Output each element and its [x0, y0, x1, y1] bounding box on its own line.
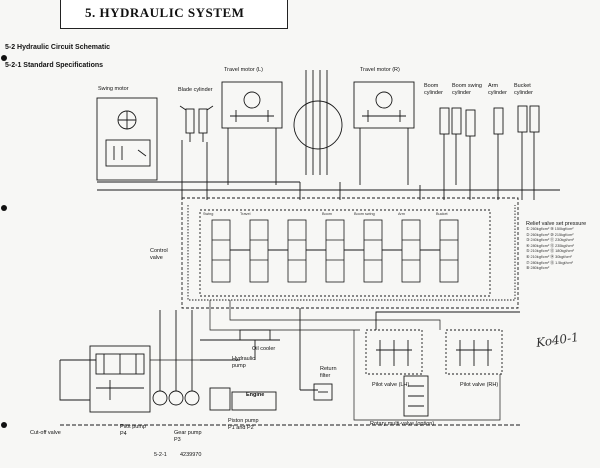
page-title: 5. HYDRAULIC SYSTEM: [85, 5, 245, 20]
travel-motor-left: [221, 81, 283, 129]
header-box: [60, 0, 288, 29]
control-valve-bank: [181, 197, 519, 309]
label-arm-cylinder: Arm cylinder: [488, 83, 507, 96]
binder-hole: [1, 55, 7, 61]
section-heading: 5-2 Hydraulic Circuit Schematic: [5, 44, 111, 51]
relief-row: ⑧ 280kgf/cm²: [526, 266, 550, 271]
relief-row: ② 260kgf/cm² ⑩ 215kgf/cm²: [526, 232, 574, 237]
relief-row: ⑥ 210kgf/cm² ⑭ 30kgf/cm²: [526, 254, 572, 259]
relief-row: ⑤ 210kgf/cm² ⑬ 180kgf/cm²: [526, 249, 574, 254]
pressure-lines: [97, 128, 560, 200]
binder-hole: [1, 422, 7, 428]
label-pilot-pump: Pilot pump P4: [120, 424, 146, 437]
relief-pressure-table: Relief valve set pressure ① 260kgf/cm² ⑨…: [526, 221, 586, 272]
label-return-filter: Return filter: [320, 366, 337, 379]
label-rotary-valve: Rotary multi-valve (option): [370, 421, 435, 427]
label-bucket-cylinder: Bucket cylinder: [514, 83, 533, 96]
swing-motor: [96, 97, 158, 181]
spool-label: Bucket: [436, 212, 448, 216]
spool-label: Boom swing: [354, 212, 375, 216]
label-pilot-left: Pilot valve (LH): [372, 382, 410, 388]
label-cutoff-valve: Cut-off valve: [30, 430, 61, 436]
spool-label: Boom: [322, 212, 332, 216]
label-pilot-right: Pilot valve (RH): [460, 382, 499, 388]
subsection-heading: 5-2-1 Standard Specifications: [5, 62, 104, 69]
label-travel-right: Travel motor (R): [360, 67, 400, 73]
label-travel-left: Travel motor (L): [224, 67, 263, 73]
actuator-cylinders: [439, 105, 540, 185]
pilot-lines: [150, 300, 501, 421]
pilot-valve-left: [365, 311, 520, 375]
relief-row: ④ 280kgf/cm² ⑫ 235kgf/cm²: [526, 243, 574, 248]
relief-row: ③ 240kgf/cm² ⑪ 230kgf/cm²: [526, 238, 574, 243]
label-boom-swing-cylinder: Boom swing cylinder: [452, 83, 482, 96]
return-filter: [313, 383, 333, 401]
label-engine: Engine: [246, 392, 265, 398]
label-gear-pump: Gear pump P3: [174, 430, 202, 443]
blade-cylinder: [179, 105, 214, 142]
label-control-valve: Control valve: [150, 248, 168, 261]
relief-title: Relief valve set pressure: [526, 221, 587, 227]
spool-label: Swing: [203, 212, 214, 216]
travel-motor-right: [353, 81, 415, 129]
swivel-joint: [293, 70, 343, 175]
label-hydraulic-pump: Hydraulic pump: [232, 356, 255, 369]
rotary-multi-valve: [403, 375, 429, 417]
cutoff-valve-block: [59, 345, 151, 413]
label-boom-cylinder: Boom cylinder: [424, 83, 443, 96]
page-number: 5-2-1: [154, 452, 167, 458]
relief-row: ⑦ 280kgf/cm² ⑮ 1.5kgf/cm²: [526, 260, 573, 265]
spool-label: Arm: [398, 212, 405, 216]
label-oil-cooler: Oil cooler: [252, 346, 276, 352]
relief-row: ① 260kgf/cm² ⑨ 150kgf/cm²: [526, 227, 574, 231]
spool-label: Travel: [240, 212, 251, 216]
document-code: 4239970: [180, 452, 202, 458]
pilot-valve-right: [445, 329, 503, 375]
label-blade-cylinder: Blade cylinder: [178, 87, 213, 93]
binder-hole: [1, 205, 7, 211]
label-swing-motor: Swing motor: [98, 86, 129, 92]
label-piston-pump: Piston pump P1 and P2: [228, 418, 259, 431]
